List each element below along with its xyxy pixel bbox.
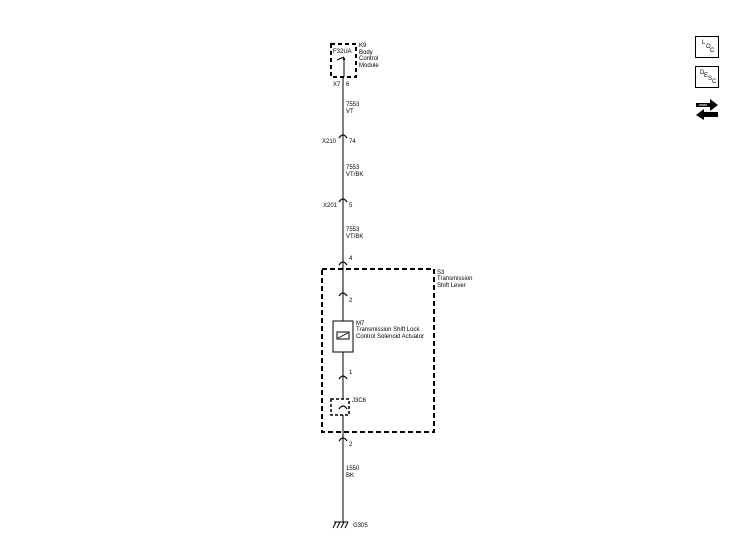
inline2-connector: X201 bbox=[323, 203, 338, 209]
solenoid-name-1: Transmission Shift Lock bbox=[356, 327, 420, 333]
inline1-pin: 74 bbox=[349, 139, 356, 145]
desc-letter-1: D bbox=[700, 70, 705, 76]
wire3-color: VT/BK bbox=[346, 234, 363, 240]
ground-label: G305 bbox=[353, 523, 368, 529]
module-code: K9 bbox=[359, 43, 367, 49]
solenoid-pin-out: 1 bbox=[349, 370, 353, 376]
shift-lever-box bbox=[321, 268, 435, 433]
navigation-arrows-icon[interactable] bbox=[693, 95, 721, 121]
solenoid-in-connector bbox=[338, 292, 348, 297]
module-switch-contact bbox=[342, 57, 346, 61]
solenoid-out-connector bbox=[338, 375, 348, 380]
solenoid-coil bbox=[336, 331, 350, 340]
solenoid-name-2: Control Solenoid Actuator bbox=[356, 334, 424, 340]
shift-lever-in-connector bbox=[338, 261, 348, 266]
shift-lever-out-connector bbox=[338, 437, 348, 442]
module-connector: X7 bbox=[333, 82, 341, 88]
desc-letter-3: S bbox=[708, 76, 713, 82]
wire2-circuit: 7553 bbox=[346, 165, 360, 171]
desc-letter-2: E bbox=[704, 73, 709, 79]
wire3-circuit: 7553 bbox=[346, 227, 360, 233]
desc-letter-4: C bbox=[712, 79, 717, 85]
inline1-connector: X210 bbox=[322, 139, 337, 145]
shift-lever-pin-in: 4 bbox=[349, 256, 353, 262]
description-button[interactable]: D E S C bbox=[695, 66, 719, 88]
sub-connector-label: J3C6 bbox=[352, 398, 367, 404]
module-pin-id: F32UA bbox=[333, 49, 352, 55]
wire1-circuit: 7553 bbox=[346, 102, 360, 108]
loc-letter-3: C bbox=[710, 48, 715, 54]
solenoid-body bbox=[332, 320, 354, 353]
location-button[interactable]: L O C bbox=[695, 36, 719, 58]
inline2-pin: 5 bbox=[349, 203, 353, 209]
solenoid-coil-diagonal bbox=[337, 332, 349, 339]
wire4-color: BK bbox=[346, 473, 354, 479]
module-switch-arm bbox=[336, 56, 345, 61]
loc-letter-1: L bbox=[702, 40, 706, 46]
ground-icon bbox=[332, 521, 349, 529]
wire1-color: VT bbox=[346, 109, 354, 115]
solenoid-pin-in: 2 bbox=[349, 298, 353, 304]
shift-lever-name-1: Transmission bbox=[437, 276, 472, 282]
inline2-connector-symbol bbox=[338, 198, 348, 203]
shift-lever-code: S3 bbox=[437, 270, 445, 276]
loc-letter-2: O bbox=[706, 44, 711, 50]
module-name-1: Body bbox=[359, 50, 373, 56]
shift-lever-name-2: Shift Lever bbox=[437, 283, 466, 289]
solenoid-code: M7 bbox=[356, 321, 365, 327]
module-name-2: Control bbox=[359, 56, 378, 62]
shift-lever-pin-out: 2 bbox=[349, 442, 353, 448]
wire2-color: VT/BK bbox=[346, 172, 363, 178]
sub-connector-symbol bbox=[338, 405, 348, 410]
module-pin: 6 bbox=[346, 82, 350, 88]
inline1-connector-symbol bbox=[338, 134, 348, 139]
wire4-circuit: 1550 bbox=[346, 466, 360, 472]
module-name-3: Module bbox=[359, 63, 379, 69]
